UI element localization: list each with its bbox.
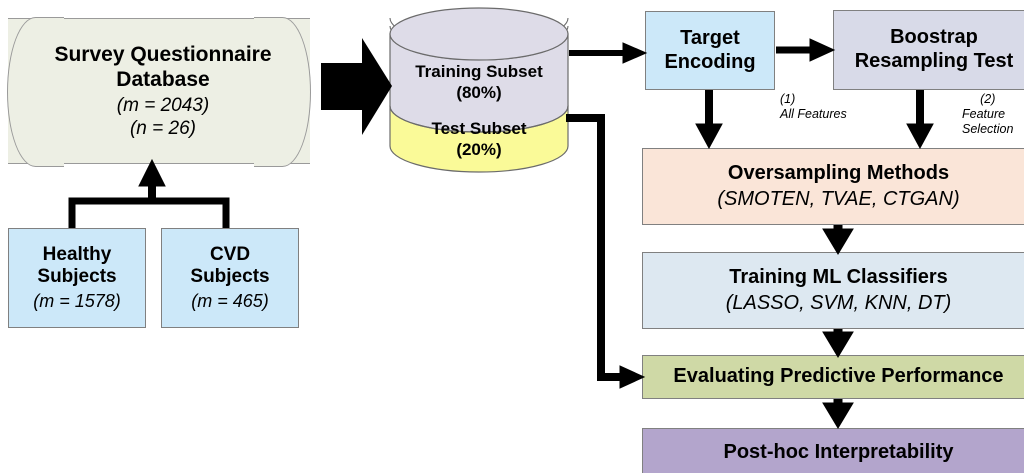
survey-database-line3: (m = 2043)	[116, 94, 210, 116]
cvd-subjects-line2: Subjects	[190, 266, 270, 288]
oversampling-line2: (SMOTEN, TVAE, CTGAN)	[717, 187, 960, 210]
annotation-2-number: (2)	[980, 92, 996, 106]
training-subset-line1: Training Subset	[415, 62, 543, 81]
arrow-training-to-target-encoding	[569, 42, 648, 64]
cvd-subjects-line3: (m = 465)	[191, 290, 269, 311]
arrow-target-encoding-to-bootstrap	[776, 38, 836, 62]
test-subset-line1: Test Subset	[431, 119, 527, 138]
arrow-oversampling-to-training-ml	[822, 225, 854, 255]
node-training-ml-classifiers: Training ML Classifiers (LASSO, SVM, KNN…	[642, 252, 1024, 329]
healthy-subjects-line2: Subjects	[37, 266, 117, 288]
bootstrap-line2: Resampling Test	[854, 50, 1014, 72]
arrow-subjects-to-database	[68, 158, 230, 228]
survey-database-line2: Database	[116, 67, 210, 91]
training-ml-line2: (LASSO, SVM, KNN, DT)	[725, 291, 952, 314]
arrow-bootstrap-to-oversampling	[906, 90, 934, 150]
node-target-encoding: Target Encoding	[645, 11, 775, 90]
arrow-evaluating-to-posthoc	[822, 399, 854, 429]
annotation-2-line2: Selection	[962, 121, 1014, 136]
node-oversampling-methods: Oversampling Methods (SMOTEN, TVAE, CTGA…	[642, 148, 1024, 225]
arrow-test-subset-to-evaluating	[566, 114, 646, 389]
bootstrap-line1: Boostrap	[890, 26, 978, 49]
arrow-database-to-split	[321, 38, 392, 135]
node-post-hoc-interpretability: Post-hoc Interpretability	[642, 428, 1024, 473]
test-subset-line2: (20%)	[456, 140, 502, 159]
node-survey-database: Survey Questionnaire Database (m = 2043)…	[7, 17, 311, 167]
evaluating-label: Evaluating Predictive Performance	[673, 365, 1004, 388]
annotation-feature-selection: (2) Feature Selection	[962, 92, 1013, 136]
node-cvd-subjects: CVD Subjects (m = 465)	[161, 228, 299, 328]
node-evaluating-predictive-performance: Evaluating Predictive Performance	[642, 355, 1024, 399]
healthy-subjects-line3: (m = 1578)	[33, 290, 121, 311]
posthoc-label: Post-hoc Interpretability	[723, 441, 954, 464]
annotation-1-text: All Features	[780, 106, 847, 121]
annotation-2-line1: Feature	[962, 106, 1006, 121]
oversampling-line1: Oversampling Methods	[727, 161, 950, 184]
annotation-all-features: (1) All Features	[780, 92, 847, 122]
target-encoding-line2: Encoding	[664, 50, 756, 73]
arrow-training-ml-to-evaluating	[822, 329, 854, 358]
cvd-subjects-line1: CVD	[209, 243, 251, 265]
training-ml-line1: Training ML Classifiers	[729, 265, 948, 288]
survey-database-left-cap	[7, 17, 64, 167]
arrow-target-encoding-to-oversampling	[695, 90, 723, 150]
healthy-subjects-line1: Healthy	[42, 243, 112, 265]
survey-database-label: Survey Questionnaire Database (m = 2043)…	[48, 36, 278, 146]
survey-database-line4: (n = 26)	[129, 117, 196, 139]
survey-database-right-cap	[254, 17, 311, 167]
node-bootstrap-resampling-test: Boostrap Resampling Test	[833, 10, 1024, 90]
target-encoding-line1: Target	[680, 26, 740, 49]
survey-database-line1: Survey Questionnaire	[54, 42, 272, 66]
annotation-1-number: (1)	[780, 92, 796, 106]
node-healthy-subjects: Healthy Subjects (m = 1578)	[8, 228, 146, 328]
training-subset-line2: (80%)	[456, 83, 502, 102]
node-data-split-cylinder: Training Subset (80%) Test Subset (20%)	[388, 6, 570, 174]
